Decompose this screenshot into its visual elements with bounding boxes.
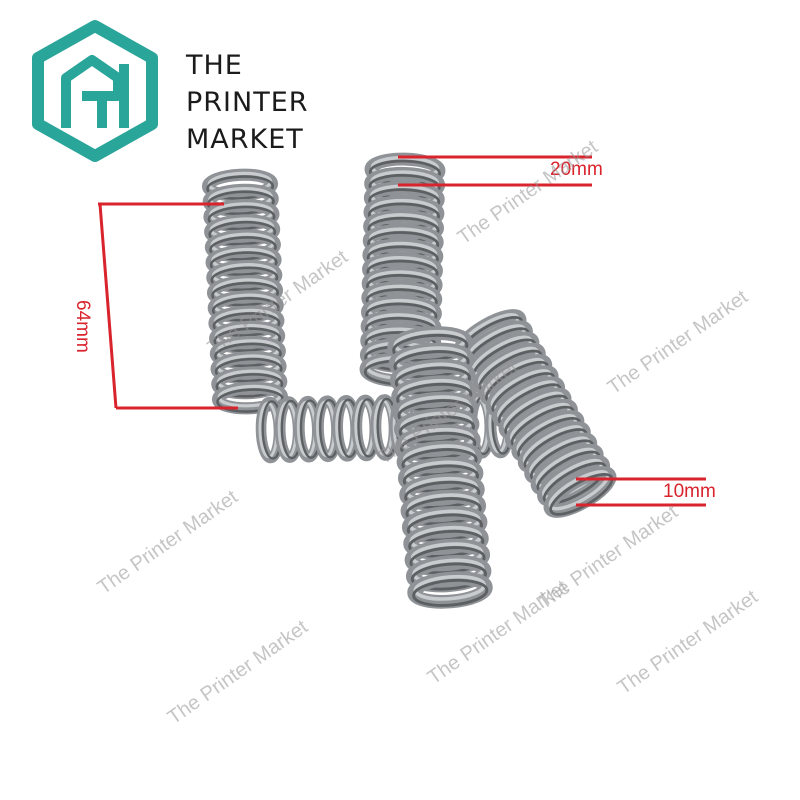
outer-diameter-label: 20mm xyxy=(550,159,603,180)
spring-right xyxy=(453,309,617,518)
spring-left xyxy=(201,168,289,415)
spring-front xyxy=(387,326,493,609)
brand-line-1: THE xyxy=(186,50,243,81)
length-vertical-line xyxy=(98,203,118,409)
logo-mark xyxy=(32,20,158,162)
brand-line-2: PRINTER xyxy=(186,87,309,118)
length-label: 64mm xyxy=(72,300,93,353)
brand-line-3: MARKET xyxy=(186,124,304,155)
dimension-lines xyxy=(98,155,706,507)
springs-group xyxy=(201,152,617,609)
inner-diameter-label: 10mm xyxy=(663,481,716,502)
